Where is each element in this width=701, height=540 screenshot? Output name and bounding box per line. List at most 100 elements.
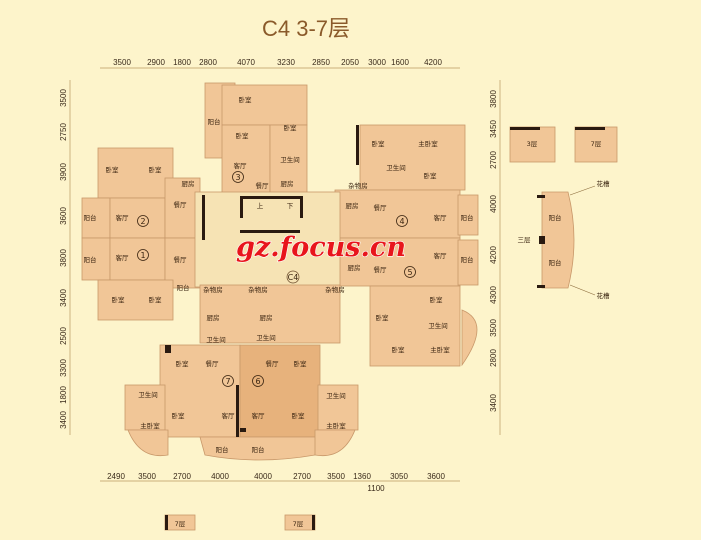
room-labels: 卧室卧室阳台客厅餐厅厨房客厅餐厅阳台卧室卧室阳台卧室阳台卧室卧室客厅餐厅厨房卫生…: [84, 95, 611, 528]
room-label-floor3: 3层: [527, 140, 538, 148]
room-label-dining: 餐厅: [374, 203, 388, 212]
dimension-top: 2800: [199, 58, 217, 67]
room-label-bedroom: 卧室: [149, 295, 163, 304]
room-label-bedroom: 卧室: [112, 295, 126, 304]
core-label: C4: [288, 273, 299, 282]
dimension-right: 3400: [489, 394, 498, 412]
dimension-top: 4070: [237, 58, 255, 67]
unit-number: 6: [255, 377, 260, 386]
dimension-right: 3500: [489, 319, 498, 337]
dimension-top: 2850: [312, 58, 330, 67]
unit-number-circle: [222, 375, 234, 387]
room-label-bedroom: 卧室: [176, 359, 190, 368]
walls: [165, 125, 605, 530]
room-label-dining: 餐厅: [374, 265, 388, 274]
unit-number: 7: [225, 377, 230, 386]
room-label-bedroom: 卧室: [172, 411, 186, 420]
unit-number: 1: [140, 251, 145, 260]
room-label-living: 客厅: [252, 411, 266, 420]
room-label-balcony: 阳台: [84, 255, 97, 264]
room-label-storage: 杂物房: [203, 285, 223, 294]
room-label-bedroom: 卧室: [392, 345, 406, 354]
dimension-bottom: 4000: [211, 472, 229, 481]
room-label-living: 客厅: [116, 213, 130, 222]
dimension-top: 3230: [277, 58, 295, 67]
dimension-bottom: 3500: [327, 472, 345, 481]
room-label-planter: 花槽: [597, 291, 611, 300]
room-label-bathroom: 卫生间: [138, 390, 158, 399]
room-label-planter: 花槽: [597, 179, 611, 188]
dimension-top: 3000: [368, 58, 386, 67]
room-label-balcony: 阳台: [549, 213, 562, 222]
room-label-bedroom: 卧室: [424, 171, 438, 180]
planter-leaders: [569, 185, 596, 296]
room-label-dining: 餐厅: [266, 359, 280, 368]
room-label-balcony: 阳台: [84, 213, 97, 222]
room-label-master-bedroom: 主卧室: [140, 421, 160, 430]
room-label-living: 客厅: [434, 251, 448, 260]
dimension-left: 2750: [59, 123, 68, 141]
dimension-top: 1800: [173, 58, 191, 67]
room-label-balcony: 阳台: [216, 445, 229, 454]
rooms: [81, 82, 618, 531]
room-label-living: 客厅: [222, 411, 236, 420]
room-label-balcony: 阳台: [177, 283, 190, 292]
dimension-right: 4000: [489, 195, 498, 213]
unit-number-circle: [404, 266, 416, 278]
room-label-master-bedroom: 主卧室: [430, 345, 450, 354]
dimension-top: 4200: [424, 58, 442, 67]
room-label-bedroom: 卧室: [106, 165, 120, 174]
room-label-master-bedroom: 主卧室: [418, 139, 438, 148]
room-label-kitchen: 厨房: [260, 313, 273, 322]
dimension-top: 3500: [113, 58, 131, 67]
room-label-floor7: 7层: [591, 140, 602, 148]
room-label-bathroom: 卫生间: [428, 321, 448, 330]
watermark: gz.focus.cn: [236, 232, 406, 263]
dimension-right: 3800: [489, 90, 498, 108]
unit-number: 5: [407, 268, 412, 277]
unit-number: 2: [140, 217, 145, 226]
room-label-bathroom: 卫生间: [280, 155, 300, 164]
unit-number-circle: [137, 249, 149, 261]
dimension-left: 3800: [59, 249, 68, 267]
room-label-living: 客厅: [434, 213, 448, 222]
dimension-right: 2700: [489, 151, 498, 169]
dimension-bottom: 3050: [390, 472, 408, 481]
room-label-balcony: 阳台: [461, 255, 474, 264]
room-label-dining: 餐厅: [256, 181, 270, 190]
room-label-bedroom: 卧室: [284, 123, 298, 132]
room-label-kitchen: 厨房: [207, 313, 220, 322]
room-label-bedroom: 卧室: [294, 359, 308, 368]
dimension-bottom: 3500: [138, 472, 156, 481]
dimension-left: 3300: [59, 359, 68, 377]
room-label-bathroom: 卫生间: [326, 391, 346, 400]
dimension-bottom: 4000: [254, 472, 272, 481]
room-label-dining: 餐厅: [174, 200, 188, 209]
room-label-kitchen: 厨房: [281, 179, 294, 188]
dimension-top: 2900: [147, 58, 165, 67]
unit-number-circle: [137, 215, 149, 227]
room-label-storage: 杂物房: [325, 285, 345, 294]
dimension-left: 2500: [59, 327, 68, 345]
room-label-storage: 杂物房: [248, 285, 268, 294]
dimension-left: 3600: [59, 207, 68, 225]
room-label-balcony: 阳台: [208, 117, 221, 126]
room-label-up: 上: [257, 201, 264, 210]
dimension-bottom: 2700: [293, 472, 311, 481]
room-label-living: 客厅: [116, 253, 130, 262]
core-label-circle: [286, 270, 300, 284]
room-label-bedroom: 卧室: [430, 295, 444, 304]
room-label-floor7: 7层: [175, 520, 186, 528]
room-label-kitchen: 厨房: [182, 179, 195, 188]
unit-number-circle: [252, 375, 264, 387]
dimension-left: 3900: [59, 163, 68, 181]
room-label-bedroom: 卧室: [292, 411, 306, 420]
room-label-dining: 餐厅: [206, 359, 220, 368]
dimension-bottom-extra: 1100: [367, 484, 385, 493]
room-label-kitchen: 厨房: [348, 263, 361, 272]
room-label-down: 下: [287, 202, 294, 210]
dimension-bottom: 1360: [353, 472, 371, 481]
unit-number: 3: [235, 173, 240, 182]
